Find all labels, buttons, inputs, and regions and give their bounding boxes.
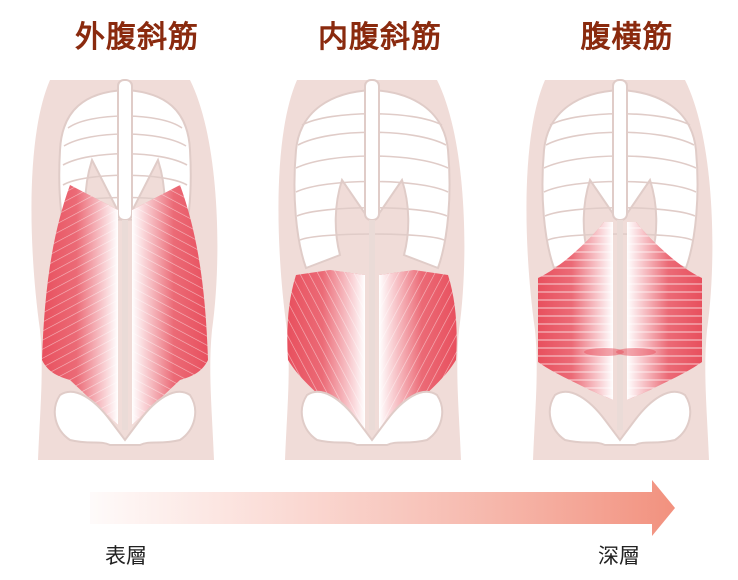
sternum bbox=[118, 80, 132, 220]
sternum bbox=[365, 80, 379, 220]
linea-alba bbox=[122, 220, 128, 430]
sternum bbox=[613, 80, 627, 220]
depth-label-superficial: 表層 bbox=[105, 540, 147, 570]
depth-label-deep: 深層 bbox=[598, 540, 640, 570]
navel-mark-right bbox=[616, 348, 656, 356]
panel-transversus bbox=[526, 80, 712, 460]
depth-arrow bbox=[90, 480, 675, 536]
panel-internal-oblique bbox=[278, 80, 464, 460]
panel-external-oblique bbox=[31, 80, 217, 460]
linea-alba bbox=[369, 220, 375, 430]
linea-alba bbox=[617, 220, 623, 430]
